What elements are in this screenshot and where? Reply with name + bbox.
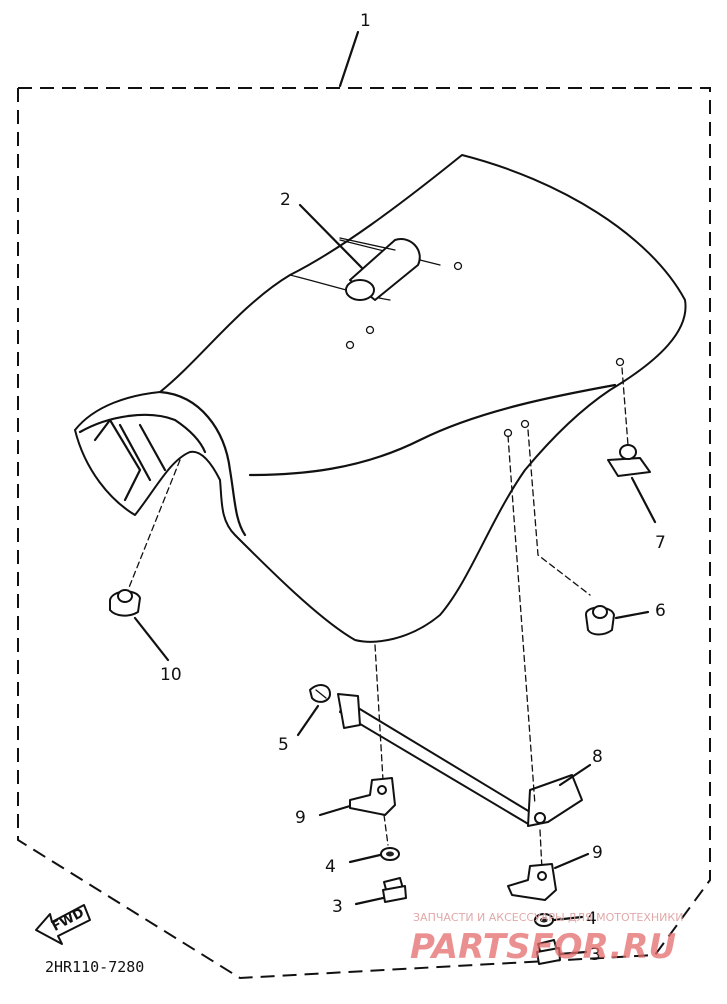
- leader-9-left: [318, 804, 352, 817]
- seat: [74, 154, 687, 643]
- guide-left-lower: [383, 814, 389, 846]
- callout-9-right: 9: [592, 843, 603, 863]
- callout-8: 8: [592, 747, 603, 767]
- hole: [365, 325, 375, 335]
- callout-9-left: 9: [295, 808, 306, 828]
- hole: [520, 419, 530, 429]
- right-damper: [585, 605, 615, 636]
- callout-6: 6: [655, 601, 666, 621]
- watermark: ЗАПЧАСТИ И АКСЕССУАРЫ ДЛЯ МОТОТЕХНИКИ PA…: [410, 911, 683, 967]
- leader-5: [296, 704, 320, 737]
- watermark-logo: PARTSFOR.RU: [410, 927, 676, 967]
- callout-3-left: 3: [332, 897, 343, 917]
- right-bracket: [507, 863, 557, 901]
- hole: [345, 340, 355, 350]
- leader-4-right: [552, 915, 584, 922]
- callout-3-right: 3: [590, 945, 601, 965]
- callout-2: 2: [280, 190, 291, 210]
- leader-1: [338, 30, 360, 88]
- callout-5: 5: [278, 735, 289, 755]
- forward-arrow-icon: FWD: [35, 904, 91, 945]
- clip: [309, 684, 331, 703]
- guide-10: [127, 459, 181, 591]
- callout-10: 10: [160, 665, 182, 685]
- guide-6: [527, 429, 591, 596]
- left-bolt: [382, 877, 407, 903]
- guide-7: [621, 367, 629, 446]
- callout-4-left: 4: [325, 857, 336, 877]
- leader-9-right: [553, 852, 590, 870]
- leader-3-left: [354, 896, 385, 906]
- guide-left: [374, 644, 384, 781]
- callout-4-right: 4: [586, 909, 597, 929]
- grab-pipe: [339, 237, 421, 301]
- lock-bar: [337, 693, 583, 827]
- callout-1: 1: [360, 11, 371, 31]
- leader-8: [558, 763, 592, 787]
- watermark-caption: ЗАПЧАСТИ И АКСЕССУАРЫ ДЛЯ МОТОТЕХНИКИ: [413, 911, 683, 924]
- diagram-code: 2HR110-7280: [45, 958, 144, 976]
- callout-7: 7: [655, 533, 666, 553]
- left-bracket: [349, 777, 396, 816]
- front-damper: [109, 589, 141, 617]
- leader-10: [133, 616, 170, 662]
- assembly-boundary: [17, 87, 711, 980]
- rear-nut: [607, 444, 651, 477]
- hole: [453, 261, 463, 271]
- guide-right-lower: [539, 829, 543, 871]
- leader-2: [298, 203, 364, 270]
- leader-6: [614, 610, 650, 620]
- leader-7: [630, 476, 657, 524]
- hole: [615, 357, 625, 367]
- guide-right: [507, 435, 536, 806]
- left-washer: [380, 847, 400, 861]
- leader-4-left: [348, 853, 382, 864]
- right-bolt: [536, 939, 561, 965]
- leader-3-right: [558, 950, 588, 956]
